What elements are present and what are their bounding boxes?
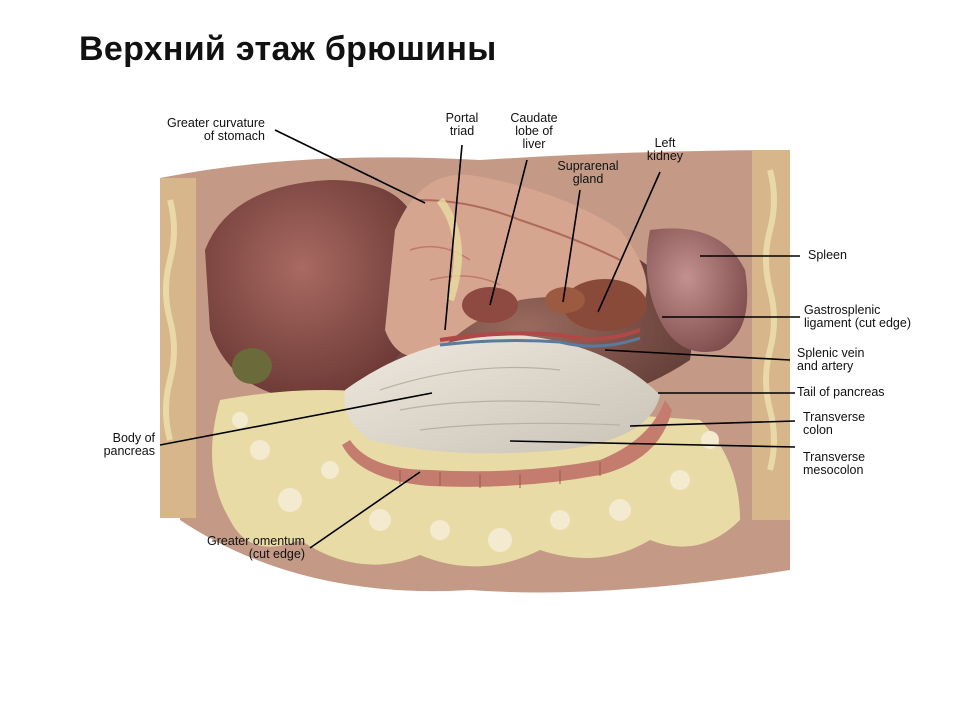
leader-left-kidney xyxy=(597,171,661,313)
leader-splenic-vessels xyxy=(604,349,791,361)
slide-title: Верхний этаж брюшины xyxy=(79,30,497,68)
leader-suprarenal-gland xyxy=(562,189,581,303)
label-body-pancreas: Body of pancreas xyxy=(103,431,155,458)
leader-greater-omentum xyxy=(309,471,421,549)
left-kidney xyxy=(563,279,647,331)
transverse-colon xyxy=(342,400,672,487)
spleen xyxy=(646,228,748,352)
label-transverse-colon: Transverse colon xyxy=(803,410,866,437)
leader-caudate-lobe xyxy=(489,159,528,306)
leader-portal-triad xyxy=(444,144,463,331)
label-caudate-lobe: Caudate lobe of liver xyxy=(510,111,558,151)
leader-body-pancreas xyxy=(159,392,433,446)
leader-greater-curvature xyxy=(274,129,426,204)
leader-transverse-colon xyxy=(629,420,796,427)
label-greater-omentum: Greater omentum (cut edge) xyxy=(207,534,305,561)
label-splenic-vessels: Splenic vein and artery xyxy=(797,346,865,373)
omentum-fat-lobules xyxy=(232,412,719,552)
label-transverse-mesocolon: Transverse mesocolon xyxy=(803,450,866,477)
leader-lines xyxy=(159,129,800,549)
leader-transverse-mesocolon xyxy=(509,440,796,448)
label-greater-curvature: Greater curvature of stomach xyxy=(167,116,265,143)
liver xyxy=(205,180,420,400)
label-gastrosplenic: Gastrosplenic ligament (cut edge) xyxy=(804,303,912,330)
label-portal-triad: Portal triad xyxy=(445,111,479,138)
label-left-kidney: Left kidney xyxy=(646,136,684,163)
suprarenal-gland xyxy=(545,287,585,313)
label-suprarenal-gland: Suprarenal gland xyxy=(557,159,619,186)
label-spleen: Spleen xyxy=(808,248,847,262)
splenic-vessels xyxy=(439,328,641,342)
label-tail-pancreas: Tail of pancreas xyxy=(797,385,885,399)
gallbladder xyxy=(232,348,272,384)
